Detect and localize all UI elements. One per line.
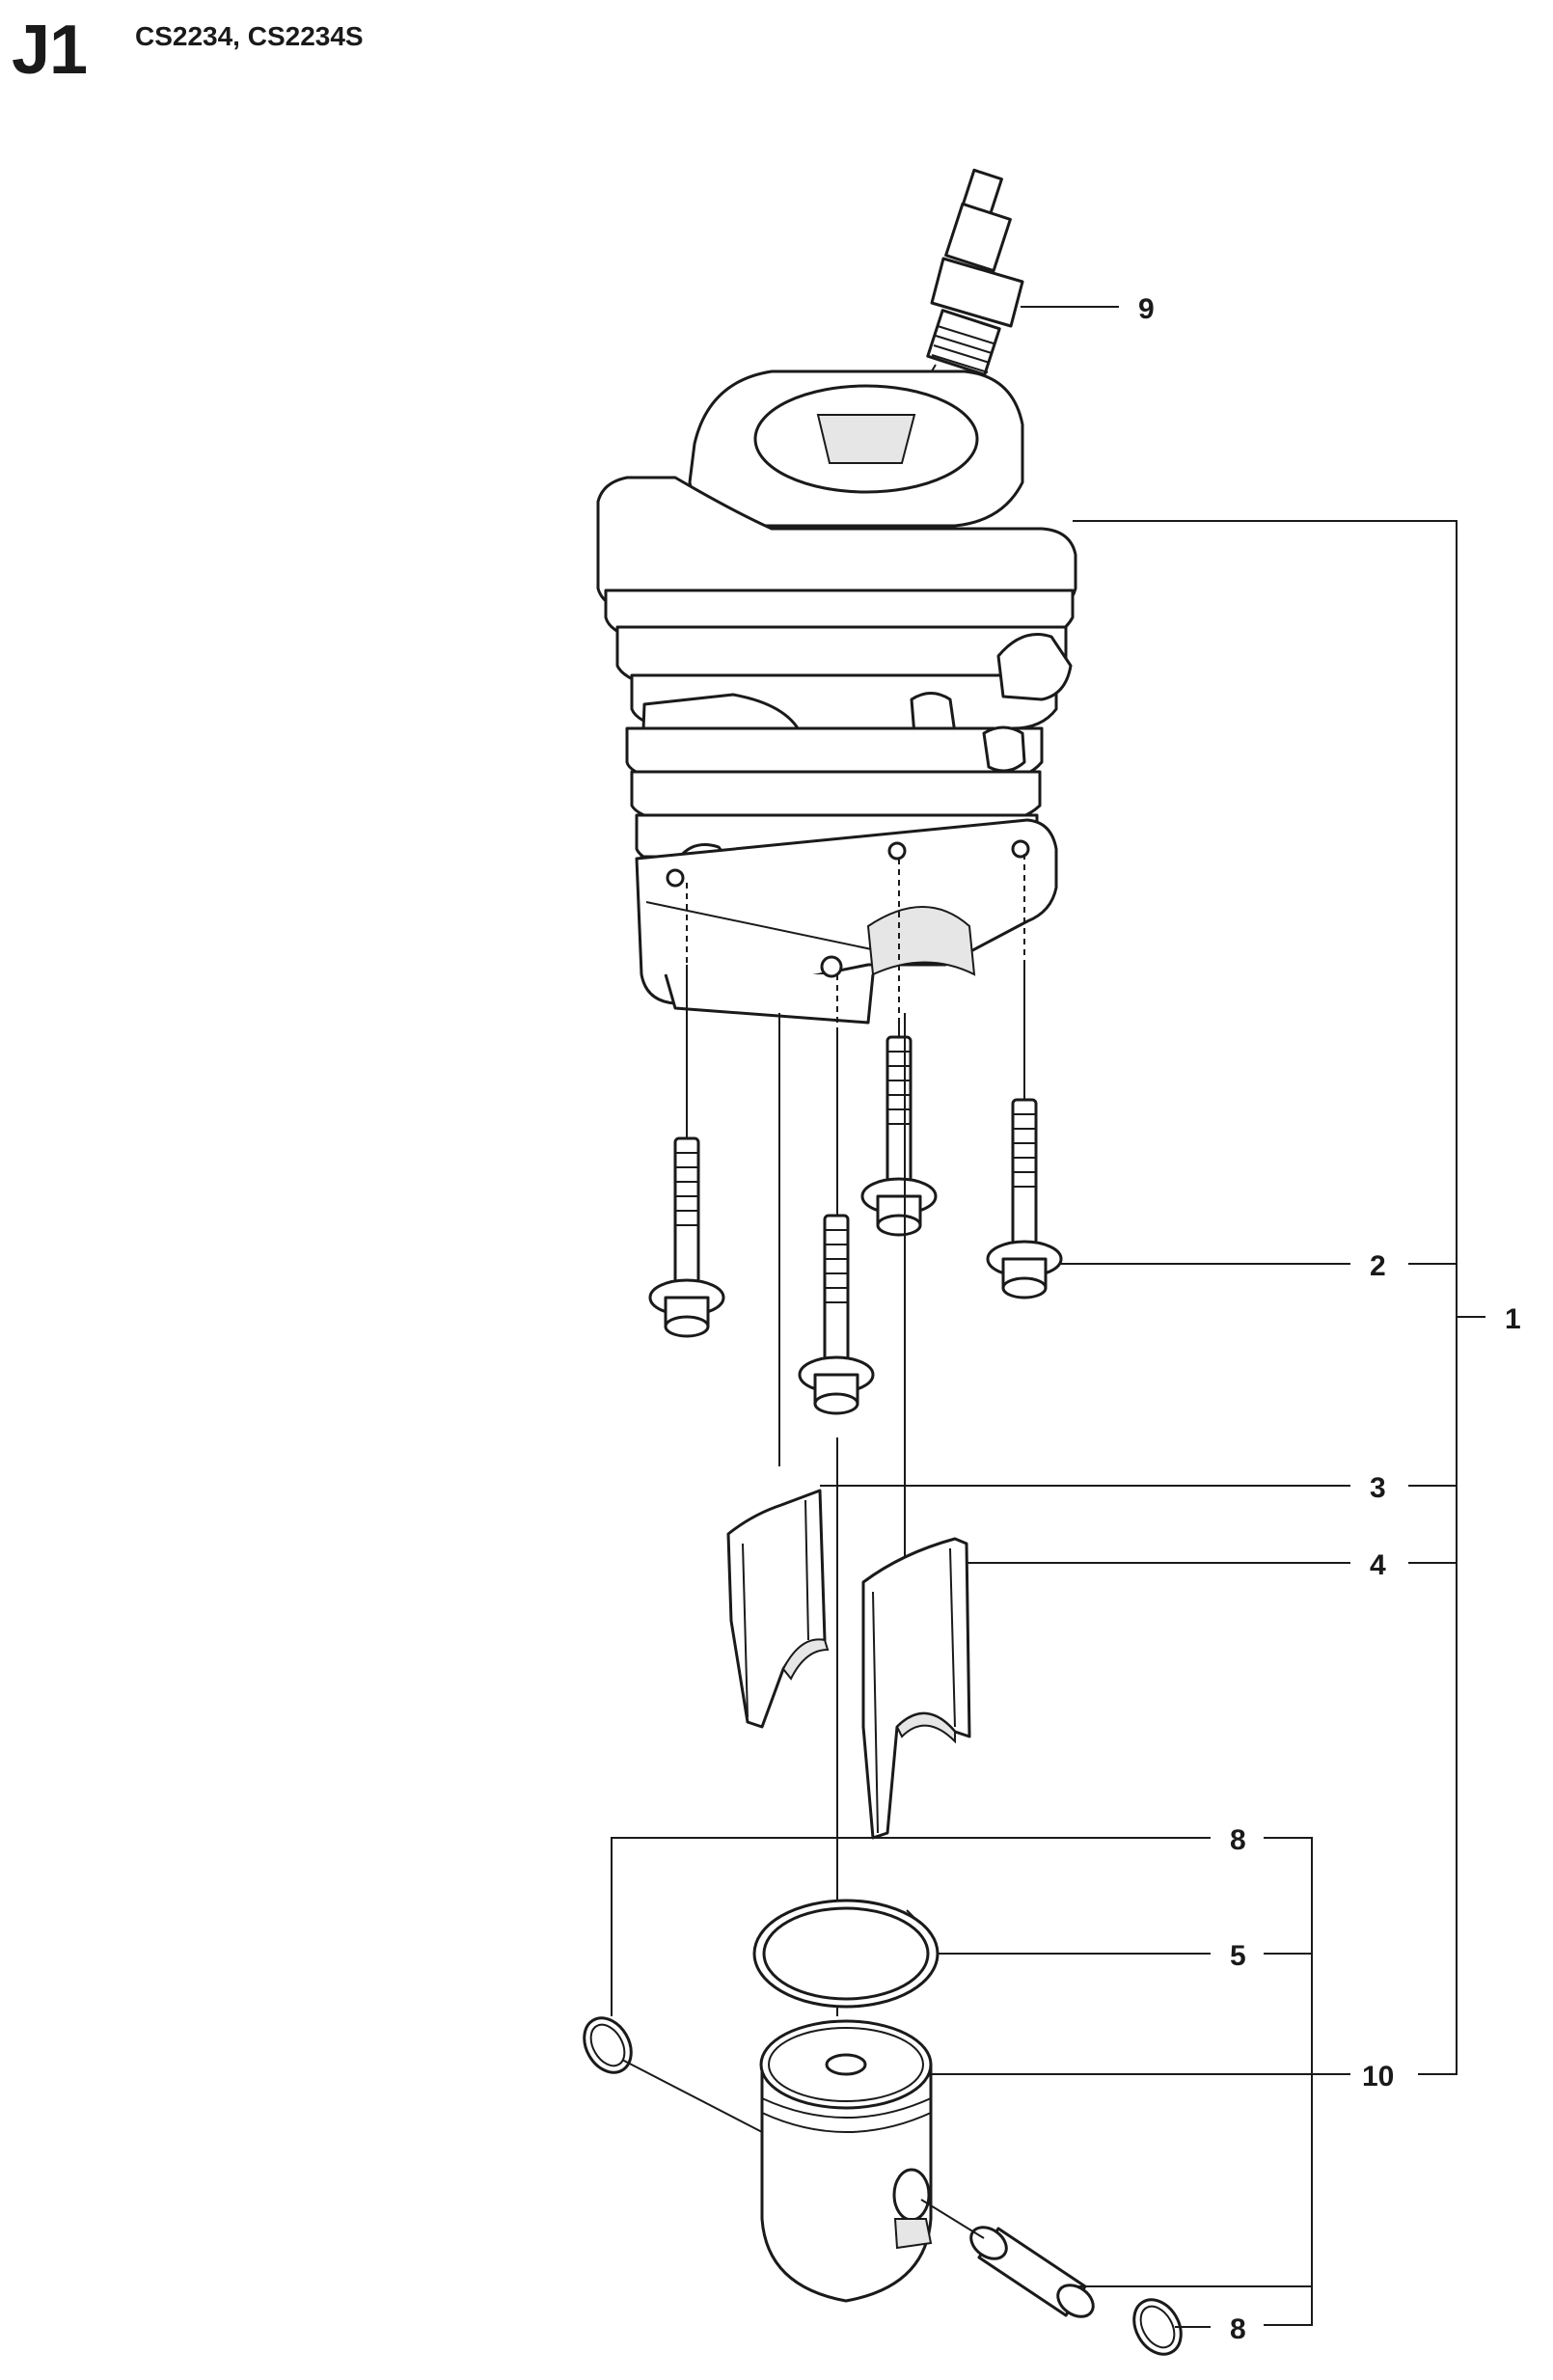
spark-plug-part[interactable]	[922, 168, 1024, 389]
callout-5: 5	[1230, 1940, 1246, 1972]
circlip-bottom-part[interactable]	[1125, 2291, 1190, 2363]
callout-1: 1	[1505, 1303, 1521, 1335]
callout-10: 10	[1362, 2061, 1394, 2093]
spacer-left-part[interactable]	[726, 1489, 830, 1729]
callout-4: 4	[1370, 1549, 1386, 1581]
callout-8-bottom: 8	[1230, 2313, 1246, 2345]
model-numbers: CS2234, CS2234S	[135, 21, 364, 51]
piston-part[interactable]	[759, 2019, 933, 2303]
cylinder-part[interactable]	[596, 369, 1077, 1025]
bolt-part[interactable]	[648, 1035, 1063, 1415]
leader-lines	[611, 306, 1485, 2328]
circlip-top-part[interactable]	[575, 2010, 640, 2081]
spacer-right-part[interactable]	[861, 1537, 971, 1840]
page-title: J1	[12, 12, 88, 89]
piston-ring-part[interactable]	[752, 1899, 940, 2009]
callout-9: 9	[1138, 293, 1155, 325]
callout-8-top: 8	[1230, 1824, 1246, 1856]
callout-3: 3	[1370, 1472, 1386, 1504]
callout-2: 2	[1370, 1250, 1386, 1282]
piston-pin-part[interactable]	[966, 2221, 1100, 2323]
